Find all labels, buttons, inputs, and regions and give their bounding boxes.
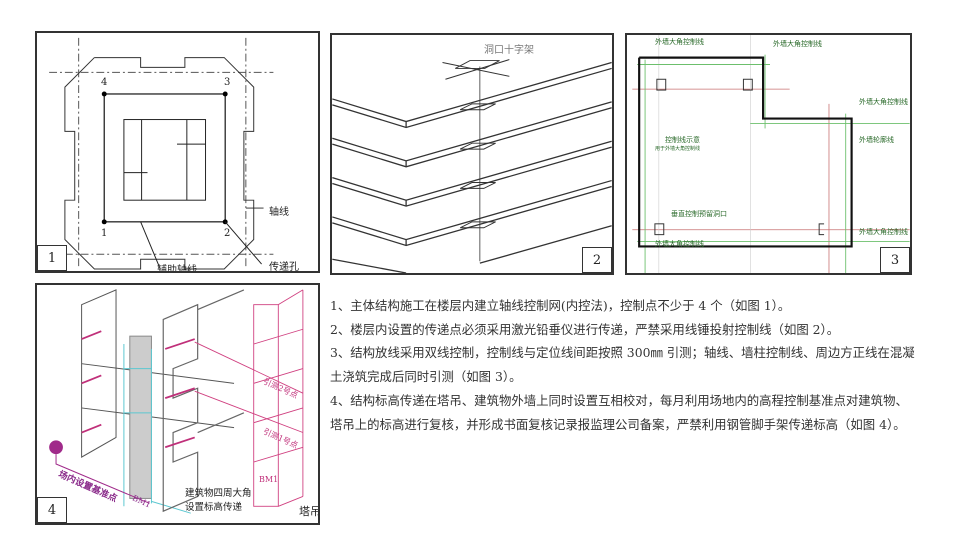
aux-axis-label: 辅助轴线 bbox=[157, 265, 197, 273]
requirement-item: 3、结构放线采用双线控制，控制线与定位线间距按照 300㎜ 引测；轴线、墙柱控制… bbox=[330, 345, 915, 385]
site-benchmark-marker bbox=[49, 440, 63, 455]
vertical-hole-label: 垂直控制预留洞口 bbox=[671, 210, 727, 218]
figure-number: 4 bbox=[37, 497, 67, 523]
figure-4-elevation-transfer: 场内设置基准点 BM1 引测2号点 引测1号点 BM1 建筑物四周大角 设置标高… bbox=[35, 283, 320, 525]
point-4-label: 4 bbox=[101, 77, 108, 88]
corner-note-line1: 建筑物四周大角 bbox=[185, 488, 252, 499]
corner-control-line-label: 外墙大角控制线 bbox=[773, 40, 822, 48]
tower-bm1-label: BM1 bbox=[259, 475, 279, 484]
figure-1-axis-control-network: 4 3 1 2 轴线 辅助轴线 传递孔 1 bbox=[35, 31, 320, 273]
elevation-transfer-drawing bbox=[49, 289, 304, 514]
figure-2-laser-plumb-transfer: 洞口十字架 2 bbox=[330, 33, 614, 275]
corner-control-line-label: 外墙大角控制线 bbox=[859, 228, 908, 236]
point-3-label: 3 bbox=[224, 77, 231, 88]
figure-number: 1 bbox=[37, 245, 67, 271]
corner-control-line-label: 外墙大角控制线 bbox=[655, 38, 704, 46]
floor-slabs-drawing bbox=[332, 59, 612, 273]
outer-wall-outline-label: 外墙轮廓线 bbox=[859, 136, 894, 144]
point-1-label: 1 bbox=[101, 228, 108, 239]
figure-number: 3 bbox=[880, 247, 910, 273]
requirements-text: 1、主体结构施工在楼层内建立轴线控制网(内控法)，控制点不少于 4 个（如图 1… bbox=[330, 294, 920, 436]
figure-number: 2 bbox=[582, 247, 612, 273]
figure-2-title: 洞口十字架 bbox=[484, 45, 534, 56]
corner-control-line-label: 外墙大角控制线 bbox=[655, 240, 704, 248]
requirement-item: 2、楼层内设置的传递点必须采用激光铅垂仪进行传递，严禁采用线锤投射控制线（如图 … bbox=[330, 321, 840, 337]
requirement-item: 4、结构标高传递在塔吊、建筑物外墙上同时设置互相校对，每月利用场地内的高程控制基… bbox=[330, 392, 908, 432]
corner-control-line-label: 外墙大角控制线 bbox=[859, 98, 908, 106]
figure-3-control-lines: 外墙大角控制线 外墙大角控制线 外墙大角控制线 外墙轮廓线 控制线示意 用于外墙… bbox=[625, 33, 912, 275]
tower-crane-label: 塔吊 bbox=[299, 505, 320, 518]
axis-network-drawing bbox=[49, 37, 274, 270]
axis-label: 轴线 bbox=[269, 207, 289, 218]
control-line-legend-note: 用于外墙大角控制线 bbox=[655, 146, 701, 152]
corner-note-line2: 设置标高传递 bbox=[185, 502, 243, 513]
point-2-label: 2 bbox=[224, 228, 231, 239]
control-line-legend-label: 控制线示意 bbox=[665, 136, 700, 144]
control-lines-drawing bbox=[632, 35, 910, 273]
hole-label: 传递孔 bbox=[269, 262, 299, 273]
requirement-item: 1、主体结构施工在楼层内建立轴线控制网(内控法)，控制点不少于 4 个（如图 1… bbox=[330, 298, 791, 313]
